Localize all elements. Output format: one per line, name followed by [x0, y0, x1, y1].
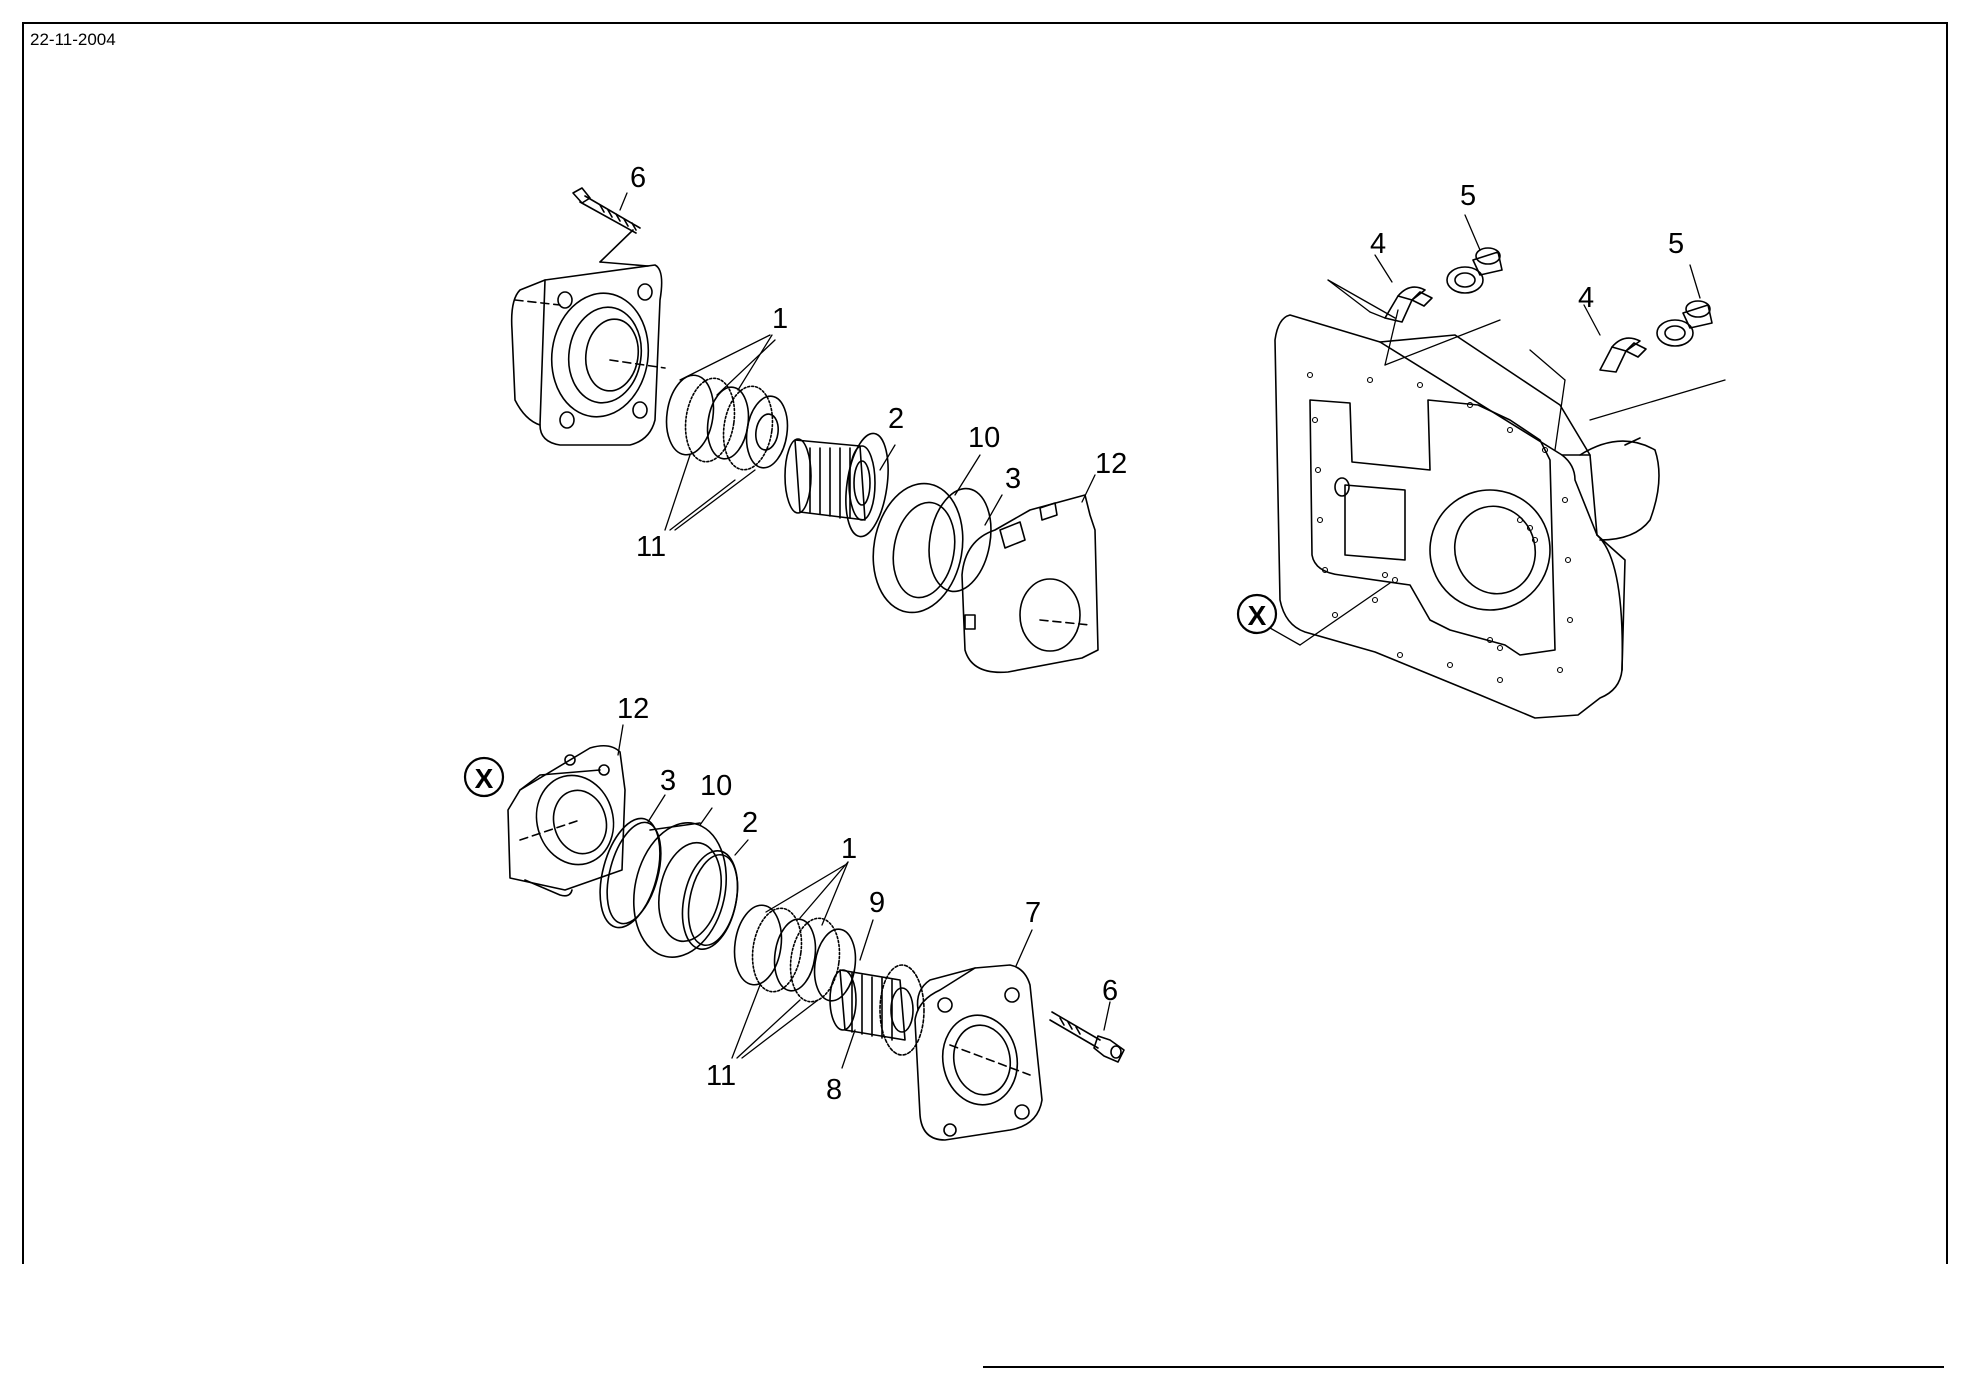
callout-8: 8	[826, 1074, 842, 1106]
callout-5a: 5	[1460, 180, 1476, 212]
bottom-ring-2	[681, 849, 739, 951]
top-spline-shaft	[784, 432, 889, 538]
callout-3: 3	[660, 765, 676, 797]
callout-2: 2	[888, 403, 904, 435]
callout-12: 12	[617, 693, 649, 725]
top-bolt-6	[572, 187, 649, 267]
top-friction-discs	[665, 374, 789, 471]
bottom-housing-12	[507, 744, 626, 897]
bottom-callouts: 12 3 10 2 1 9 7 6 11 8	[617, 693, 1118, 1106]
bottom-flange-7	[914, 964, 1043, 1141]
fitting-4a	[1384, 286, 1433, 323]
bottom-friction-discs	[733, 904, 857, 1003]
ref-marker-left-label: X	[475, 763, 494, 794]
callout-3: 3	[1005, 463, 1021, 495]
callout-1: 1	[841, 833, 857, 865]
housing-callouts: 4 5 4 5	[1370, 180, 1684, 314]
callout-5b: 5	[1668, 228, 1684, 260]
sheet-date: 22-11-2004	[30, 30, 116, 49]
main-housing	[1274, 314, 1660, 719]
bottom-bearing-10	[632, 822, 728, 958]
callout-6: 6	[630, 162, 646, 194]
fitting-4b	[1599, 337, 1647, 373]
fitting-5a	[1446, 247, 1503, 294]
callout-12: 12	[1095, 448, 1127, 480]
drawing-frame	[22, 22, 1948, 1264]
top-callouts: 6 1 2 10 3 12 11	[630, 162, 1127, 563]
callout-9: 9	[869, 887, 885, 919]
ref-marker-right: X	[1236, 593, 1278, 635]
callout-7: 7	[1025, 897, 1041, 929]
bottom-leaders	[617, 724, 1111, 1069]
ref-marker-left: X	[463, 756, 505, 798]
bottom-bolt-6	[1049, 1011, 1125, 1063]
top-leaders	[619, 192, 1096, 531]
fitting-5b	[1656, 300, 1713, 347]
bottom-ring-3	[599, 817, 662, 929]
bottom-gear-shaft	[829, 964, 925, 1056]
callout-11: 11	[706, 1060, 736, 1092]
callout-1: 1	[772, 303, 788, 335]
callout-10: 10	[700, 770, 732, 802]
top-housing-12	[961, 494, 1099, 674]
top-bearing-ring-10	[872, 482, 992, 614]
callout-6: 6	[1102, 975, 1118, 1007]
ref-marker-right-label: X	[1248, 600, 1267, 631]
callout-11: 11	[636, 531, 666, 563]
title-block-line	[983, 1366, 1944, 1368]
top-flange-cover	[510, 264, 666, 446]
housing-leaders	[1269, 214, 1726, 646]
callout-2: 2	[742, 807, 758, 839]
callout-4b: 4	[1578, 282, 1594, 314]
callout-4a: 4	[1370, 228, 1386, 260]
callout-10: 10	[968, 422, 1000, 454]
